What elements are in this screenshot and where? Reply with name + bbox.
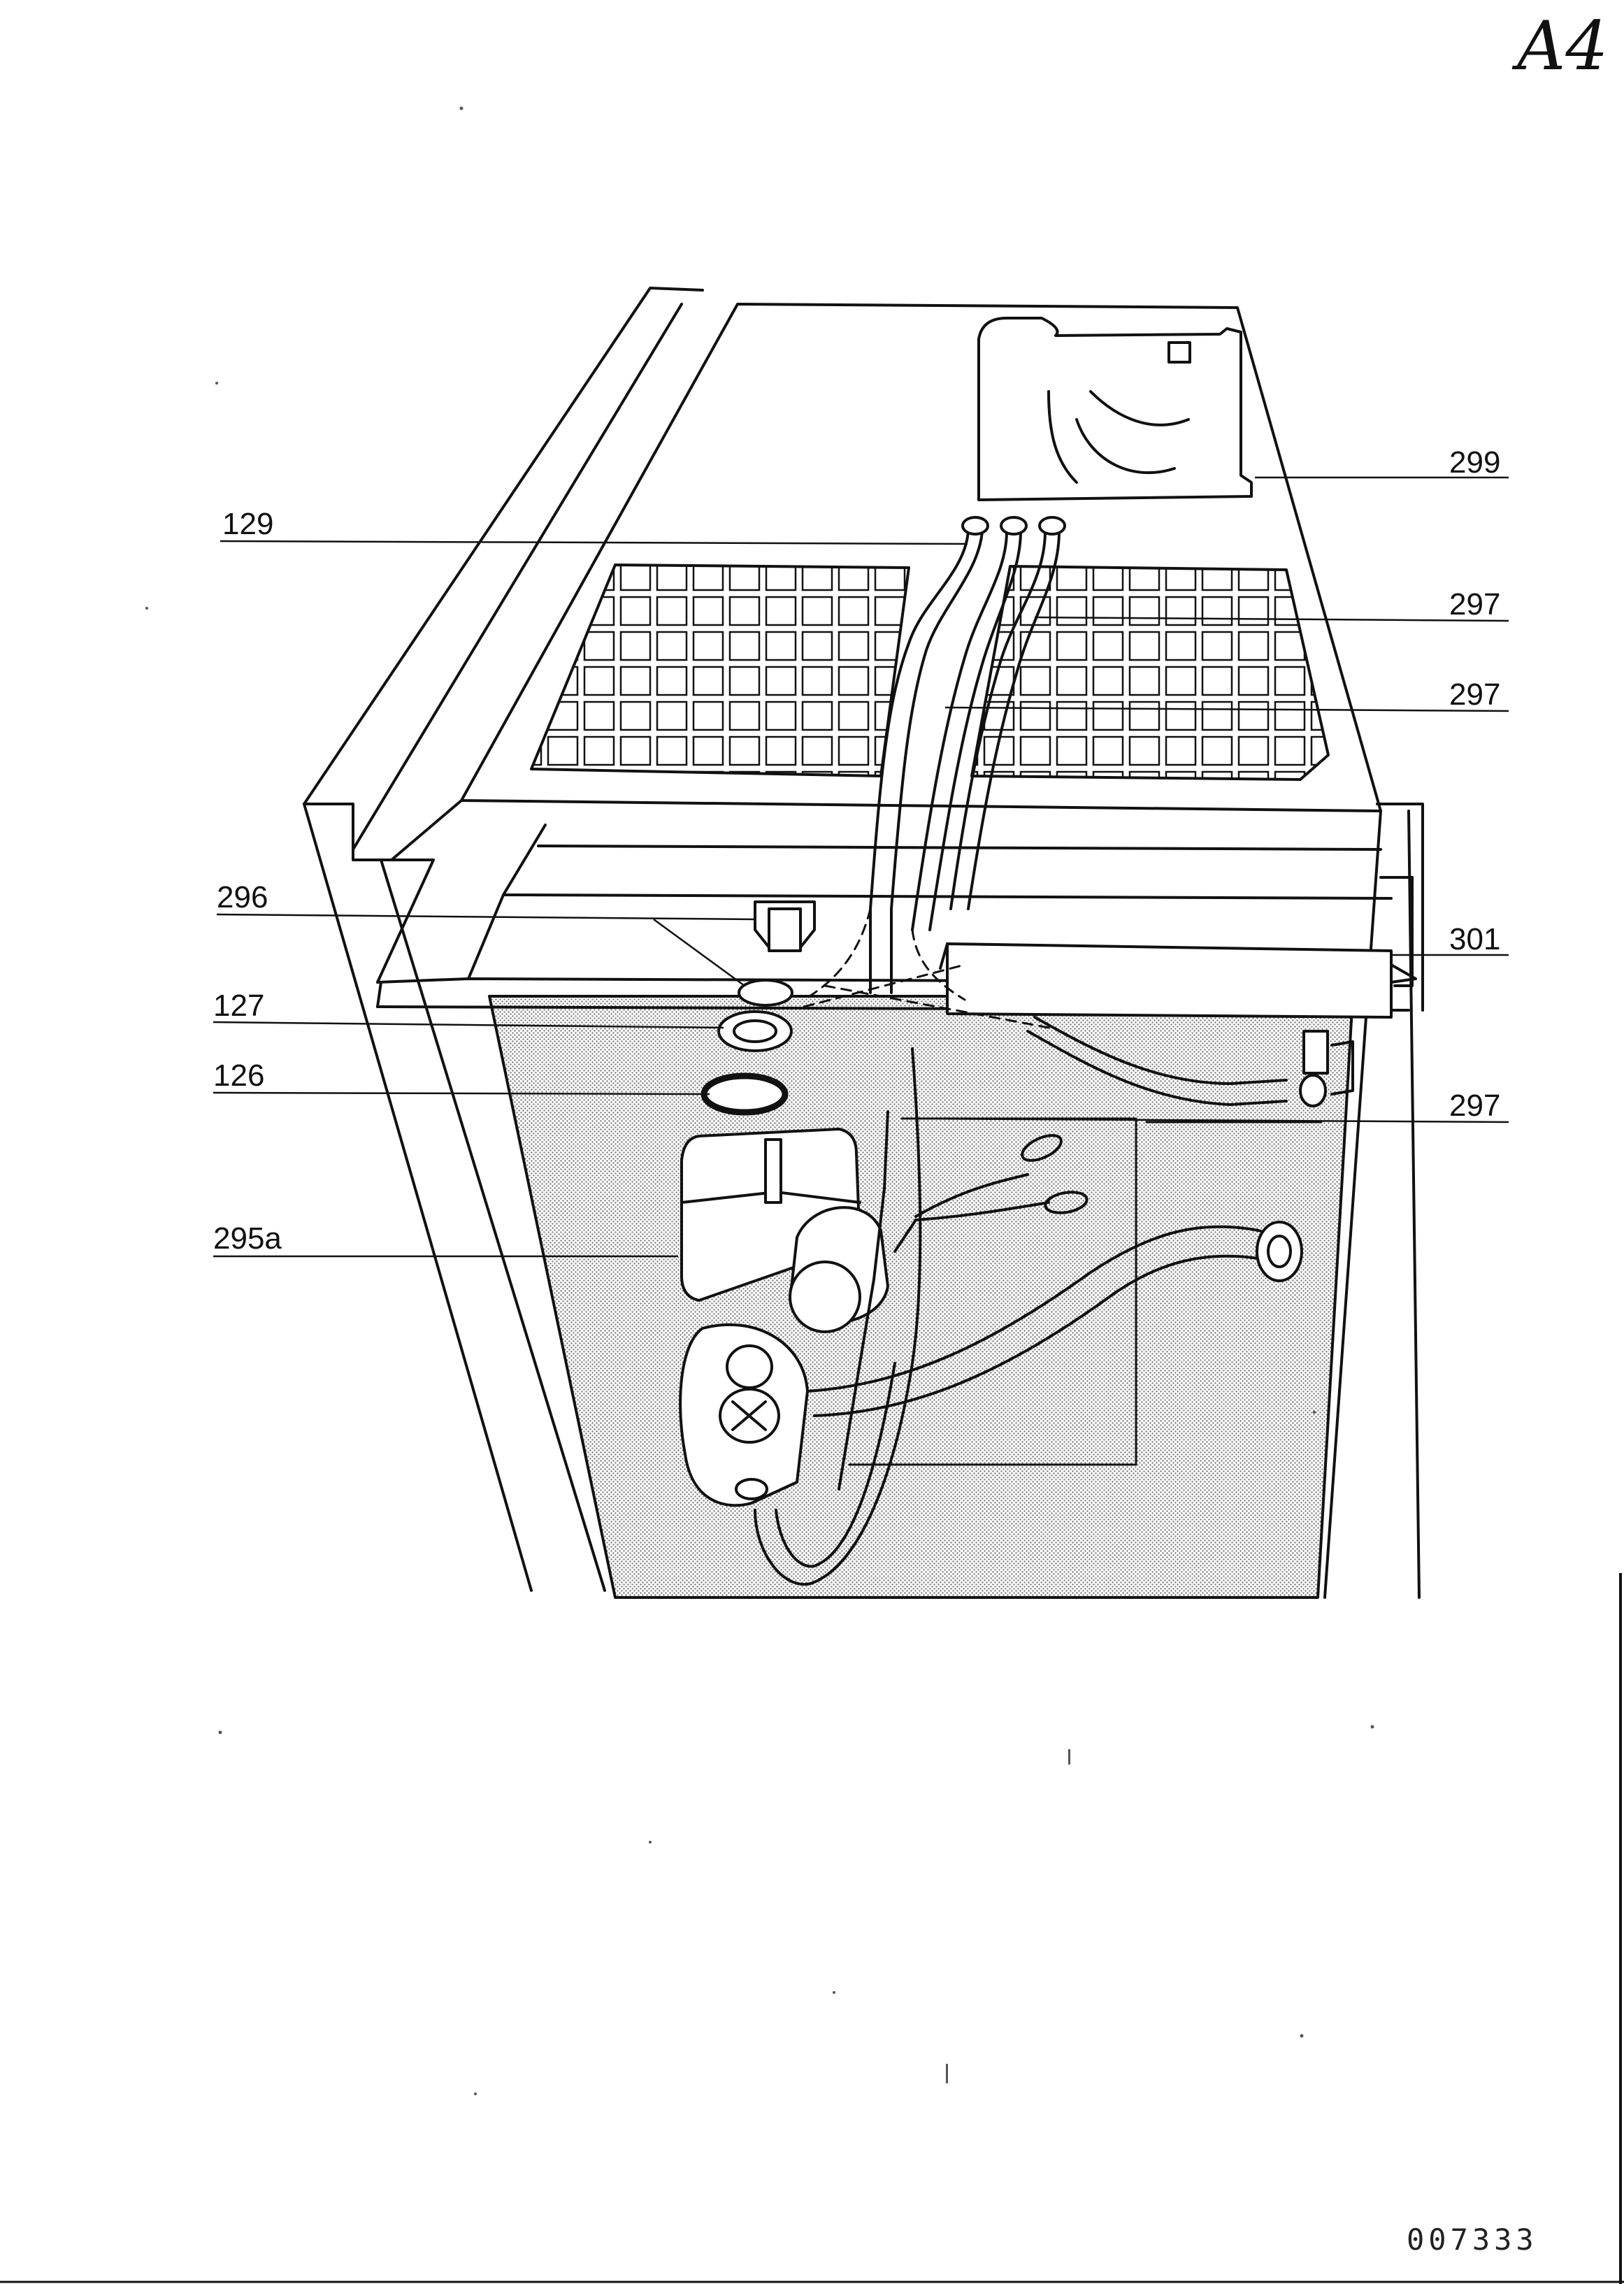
hose-3 <box>949 530 1047 910</box>
rear-panel-shaded <box>488 995 1354 1599</box>
leader-129 <box>220 540 968 545</box>
callout-127: 127 <box>213 989 265 1023</box>
callout-301: 301 <box>1449 922 1501 956</box>
leader-296b <box>653 918 745 987</box>
document-number: 007333 <box>1407 2222 1538 2257</box>
right-filter-grid <box>970 565 1330 781</box>
callout-299: 299 <box>1449 445 1501 480</box>
leader-297b <box>944 706 1509 712</box>
callout-296: 296 <box>217 880 268 914</box>
leader-126 <box>213 1091 710 1096</box>
callout-297-lower: 297 <box>1449 1089 1501 1123</box>
hose-clamp <box>717 1010 793 1052</box>
sheet-corner-mark: A4 <box>1517 7 1609 85</box>
leader-296 <box>216 913 756 921</box>
scissors <box>893 1173 1050 1253</box>
lid-handle-bar <box>946 942 1393 1019</box>
water-tank <box>977 317 1253 501</box>
leader-127 <box>213 1021 724 1029</box>
side-bracket <box>1376 803 1424 1012</box>
hose-2 <box>911 530 1008 931</box>
callout-129: 129 <box>222 507 274 541</box>
callout-295a: 295a <box>213 1221 282 1256</box>
cabinet-left-edge <box>303 287 704 805</box>
callout-297-middle: 297 <box>1449 677 1501 712</box>
sealing-ring <box>700 1072 789 1116</box>
solenoid-valve <box>1302 1030 1329 1075</box>
hose-1 <box>869 530 970 994</box>
leader-297c <box>908 1117 1509 1123</box>
callout-297-upper: 297 <box>1449 587 1501 622</box>
callout-126: 126 <box>213 1058 265 1093</box>
leader-297a <box>1034 616 1509 622</box>
